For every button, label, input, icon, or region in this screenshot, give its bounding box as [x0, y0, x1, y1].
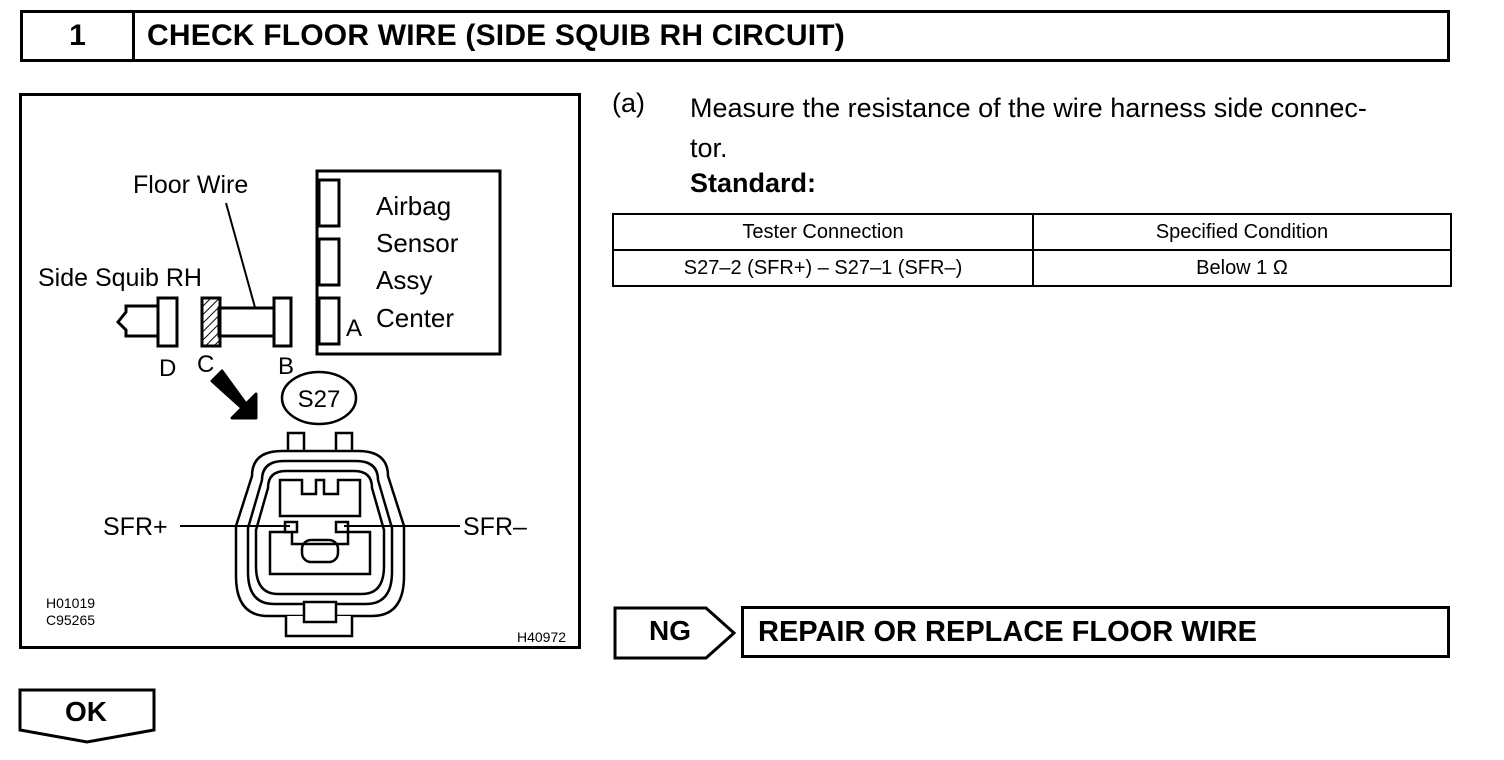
sensor-connector-1 — [317, 178, 341, 228]
floor-wire-label: Floor Wire — [133, 171, 248, 199]
side-squib-body — [115, 304, 160, 338]
spec-table: Tester Connection Specified Condition S2… — [612, 213, 1452, 287]
wiring-diagram-figure: Airbag Sensor Assy Center A Floor Wire S… — [19, 93, 581, 649]
table-cell-condition: Below 1 Ω — [1032, 249, 1452, 287]
ng-label: NG — [649, 615, 691, 646]
label-conn-c: C — [197, 351, 214, 378]
connector-b — [272, 296, 293, 348]
step-title: CHECK FLOOR WIRE (SIDE SQUIB RH CIRCUIT) — [147, 19, 845, 52]
direction-arrow — [210, 369, 258, 420]
step-number: 1 — [23, 13, 135, 59]
floor-wire-body — [217, 306, 281, 338]
ng-result-box: REPAIR OR REPLACE FLOOR WIRE — [741, 606, 1450, 658]
ok-label: OK — [65, 696, 107, 727]
connector-face — [234, 431, 406, 638]
side-squib-label: Side Squib RH — [38, 264, 202, 292]
airbag-label-2: Sensor — [376, 228, 459, 258]
airbag-label-1: Airbag — [376, 191, 451, 221]
sfr-minus-label: SFR– — [463, 513, 527, 541]
connector-id-label: S27 — [298, 386, 341, 413]
item-label: (a) — [612, 88, 645, 118]
sensor-connector-a — [317, 296, 341, 346]
sfr-plus-label: SFR+ — [103, 513, 168, 541]
label-conn-b: B — [278, 353, 294, 380]
figure-code-3: H40972 — [517, 629, 566, 645]
connector-d — [156, 296, 179, 348]
ng-result-text: REPAIR OR REPLACE FLOOR WIRE — [758, 615, 1257, 648]
figure-code-2: C95265 — [46, 612, 95, 628]
table-header-tester: Tester Connection — [612, 213, 1034, 251]
instruction-line-2: tor. — [690, 133, 728, 163]
table-row: S27–2 (SFR+) – S27–1 (SFR–) Below 1 Ω — [612, 249, 1452, 287]
instruction-text: Measure the resistance of the wire harne… — [690, 88, 1460, 168]
connector-c — [200, 296, 222, 348]
table-header-condition: Specified Condition — [1032, 213, 1452, 251]
table-cell-tester: S27–2 (SFR+) – S27–1 (SFR–) — [612, 249, 1034, 287]
airbag-sensor-box — [315, 169, 502, 356]
standard-label: Standard: — [690, 168, 817, 198]
step-header: 1 CHECK FLOOR WIRE (SIDE SQUIB RH CIRCUI… — [20, 10, 1450, 62]
instruction-line-1: Measure the resistance of the wire harne… — [690, 93, 1367, 123]
figure-code-1: H01019 — [46, 595, 95, 611]
ok-arrow-box — [18, 688, 156, 744]
table-header-row: Tester Connection Specified Condition — [612, 213, 1452, 251]
label-conn-a: A — [346, 315, 362, 342]
ng-arrow-box — [613, 606, 737, 660]
connector-id-ellipse — [280, 370, 358, 426]
airbag-label-4: Center — [376, 303, 454, 333]
floor-wire-leader — [225, 202, 257, 312]
airbag-label-3: Assy — [376, 265, 432, 295]
label-conn-d: D — [159, 355, 176, 382]
connector-diagram: Airbag Sensor Assy Center A Floor Wire S… — [38, 169, 566, 645]
sensor-connector-2 — [317, 237, 341, 287]
